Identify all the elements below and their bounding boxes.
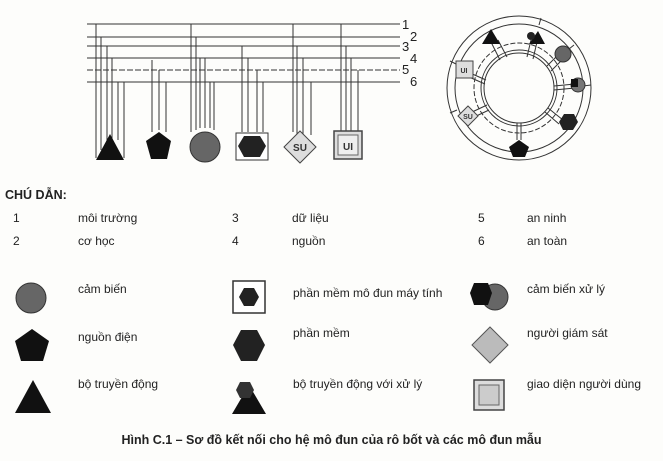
sensor-circle-icon: [15, 282, 47, 314]
bus-num: 1: [13, 211, 20, 225]
bus-diagram: SU UI 1 2 3 4 5 6: [87, 17, 417, 164]
symbol-label: nguồn điện: [78, 330, 138, 344]
actuator-triangle-icon: [96, 134, 124, 160]
symbol-label: bộ truyền động với xử lý: [293, 377, 423, 391]
bus-label-6: 6: [410, 74, 417, 89]
figure-caption: Hình C.1 – Sơ đồ kết nối cho hệ mô đun c…: [121, 433, 542, 447]
actuator-triangle-icon: [15, 380, 51, 413]
symbol-label: phần mềm mô đun máy tính: [293, 286, 443, 300]
bus-num: 3: [232, 211, 239, 225]
power-pentagon-icon: [15, 329, 49, 361]
ui-label: UI: [343, 142, 353, 153]
sensor-circle-icon: [189, 131, 221, 163]
legend-title: CHÚ DẪN:: [5, 188, 67, 202]
symbol-label: người giám sát: [527, 326, 608, 340]
bus-label: an ninh: [527, 211, 567, 225]
bus-num: 6: [478, 234, 485, 248]
bus-num: 4: [232, 234, 239, 248]
ring-su-label: SU: [463, 114, 473, 121]
bus-num: 5: [478, 211, 485, 225]
bus-label-1: 1: [402, 17, 409, 32]
bus-label-3: 3: [402, 39, 409, 54]
symbol-label: cảm biến xử lý: [527, 282, 606, 296]
power-pentagon-icon: [146, 132, 171, 159]
ring-ui-label: UI: [461, 68, 468, 75]
bus-label-5: 5: [402, 62, 409, 77]
bus-label-4: 4: [410, 51, 417, 66]
bus-label-2: 2: [410, 29, 417, 44]
actuator-processing-icon: [232, 385, 266, 414]
bus-num: 2: [13, 234, 20, 248]
supervisor-diamond-icon: [471, 326, 509, 364]
bus-label: cơ học: [78, 234, 115, 248]
symbol-label: giao diện người dùng: [527, 377, 641, 391]
software-hexagon-icon: [233, 330, 265, 361]
symbol-label: phần mềm: [293, 326, 350, 340]
bus-label: môi trường: [78, 211, 138, 225]
symbol-label: cảm biến: [78, 282, 127, 296]
ring-diagram: UI SU: [446, 15, 592, 161]
bus-label: nguồn: [292, 234, 326, 248]
symbol-label: bộ truyền động: [78, 377, 159, 391]
bus-label: dữ liệu: [292, 211, 329, 225]
supervisor-diamond-icon: [283, 130, 317, 164]
su-label: SU: [293, 143, 307, 154]
bus-label: an toàn: [527, 234, 568, 248]
